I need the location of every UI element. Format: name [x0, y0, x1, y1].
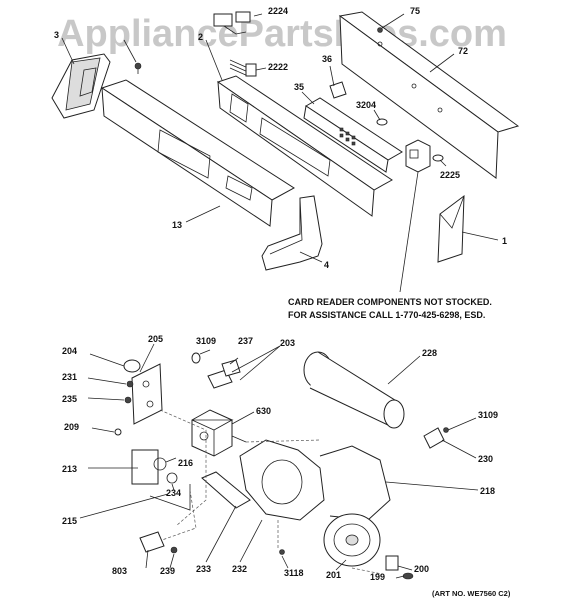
label-3204: 3204	[356, 100, 376, 110]
terminal-block-part[interactable]	[139, 531, 165, 553]
label-2224: 2224	[268, 6, 288, 16]
blower-duct-part[interactable]	[303, 351, 405, 429]
label-201: 201	[326, 570, 341, 580]
label-215: 215	[62, 516, 77, 526]
label-232: 232	[232, 564, 247, 574]
label-218: 218	[480, 486, 495, 496]
label-230: 230	[478, 454, 493, 464]
label-2225: 2225	[440, 170, 460, 180]
idler-arm-part[interactable]	[149, 484, 191, 511]
thermostat-part[interactable]	[423, 427, 445, 449]
label-803: 803	[112, 566, 127, 576]
label-205: 205	[148, 334, 163, 344]
label-231: 231	[62, 372, 77, 382]
label-204: 204	[62, 346, 77, 356]
screw-part[interactable]	[191, 352, 201, 364]
end-cap-part[interactable]	[261, 195, 323, 271]
end-cap-part[interactable]	[51, 53, 111, 119]
label-3109-left: 3109	[196, 336, 216, 346]
console-part[interactable]	[216, 75, 393, 217]
card-reader-part[interactable]	[405, 139, 431, 173]
label-75: 75	[410, 6, 420, 16]
label-200: 200	[414, 564, 429, 574]
clamp-part[interactable]	[207, 359, 241, 389]
plug-part[interactable]	[114, 428, 122, 436]
blower-housing-part[interactable]	[239, 439, 391, 521]
label-209: 209	[64, 422, 79, 432]
label-235: 235	[62, 394, 77, 404]
dashed-guide-lines	[159, 409, 383, 575]
screw-part[interactable]	[134, 62, 142, 74]
motor-part[interactable]	[191, 409, 247, 457]
label-239: 239	[160, 566, 175, 576]
label-2222: 2222	[268, 62, 288, 72]
label-2: 2	[198, 32, 203, 42]
top-leader-lines	[61, 13, 499, 293]
screw-part[interactable]	[279, 549, 285, 555]
switch-bracket-part[interactable]	[131, 363, 163, 425]
knob-part[interactable]	[376, 118, 388, 126]
bracket-part[interactable]	[385, 555, 399, 571]
note-line-1: CARD READER COMPONENTS NOT STOCKED.	[288, 297, 492, 307]
tech-sheet-part[interactable]	[437, 194, 465, 263]
label-36: 36	[322, 54, 332, 64]
harness-connector-part[interactable]	[213, 11, 263, 35]
switch-part[interactable]	[123, 359, 141, 373]
connector-part[interactable]	[432, 154, 444, 162]
wire-harness-part[interactable]	[229, 59, 257, 77]
screw-part[interactable]	[402, 572, 414, 580]
label-4: 4	[324, 260, 329, 270]
label-216: 216	[178, 458, 193, 468]
watermark: AppliancePartsPros.com	[57, 13, 507, 55]
clip-part[interactable]	[170, 546, 178, 554]
sensor-part[interactable]	[126, 380, 134, 388]
label-199: 199	[370, 572, 385, 582]
label-233: 233	[196, 564, 211, 574]
label-3: 3	[54, 30, 59, 40]
label-13: 13	[172, 220, 182, 230]
label-228: 228	[422, 348, 437, 358]
label-72: 72	[458, 46, 468, 56]
label-237: 237	[238, 336, 253, 346]
label-234: 234	[166, 488, 181, 498]
blower-wheel-part[interactable]	[323, 513, 381, 567]
clip-part[interactable]	[329, 81, 347, 99]
label-35: 35	[294, 82, 304, 92]
label-3109-right: 3109	[478, 410, 498, 420]
bottom-leader-lines	[79, 343, 479, 579]
art-number: (ART NO. WE7560 C2)	[432, 589, 511, 598]
control-board-part[interactable]	[303, 97, 403, 173]
screw-part[interactable]	[124, 396, 132, 404]
label-1: 1	[502, 236, 507, 246]
label-630: 630	[256, 406, 271, 416]
label-3118: 3118	[284, 568, 304, 578]
note-line-2: FOR ASSISTANCE CALL 1-770-425-6298, ESD.	[288, 310, 485, 320]
control-panel-part[interactable]	[100, 79, 295, 227]
base-bracket-part[interactable]	[201, 471, 251, 509]
label-203: 203	[280, 338, 295, 348]
label-213: 213	[62, 464, 77, 474]
belt-switch-part[interactable]	[131, 449, 178, 485]
screw-part[interactable]	[443, 427, 449, 433]
screw-part[interactable]	[377, 27, 383, 33]
rear-panel-part[interactable]	[338, 11, 520, 179]
